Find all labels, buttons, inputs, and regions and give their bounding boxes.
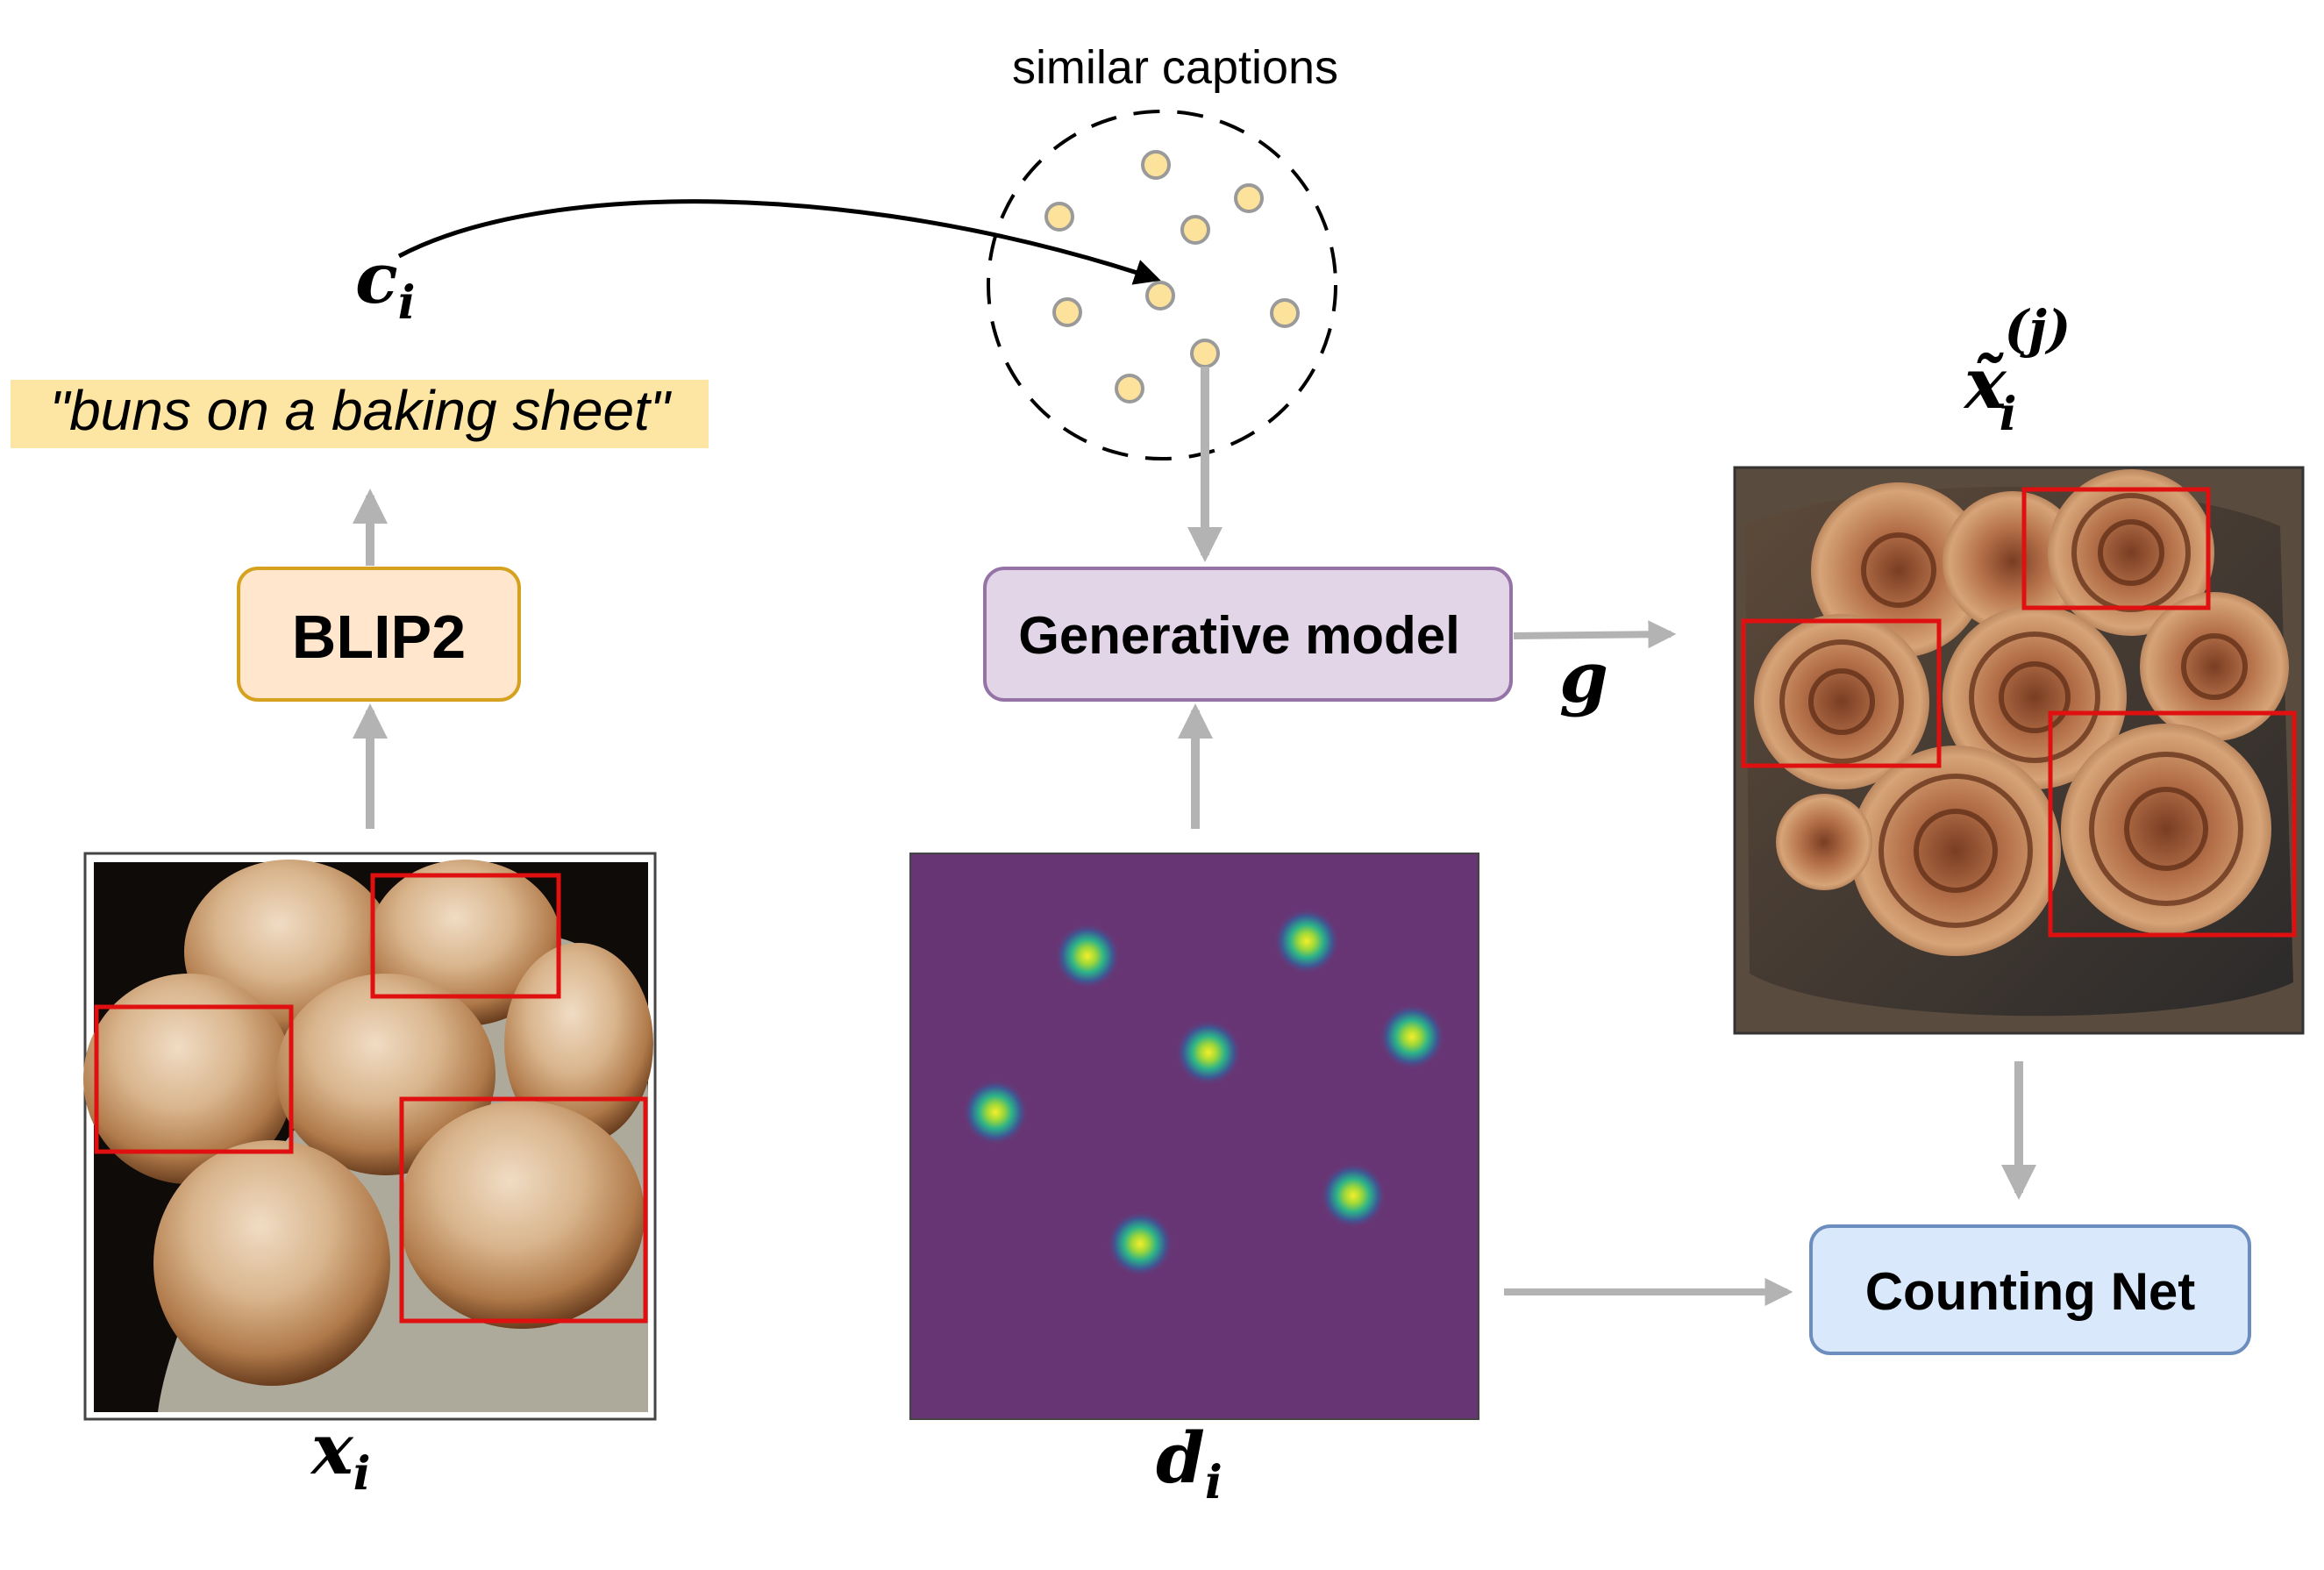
caption-text: "buns on a baking sheet" (49, 379, 673, 442)
caption-point (1115, 374, 1144, 403)
caption-embedding-arrow (397, 199, 1161, 285)
caption-point (1141, 150, 1171, 180)
caption-highlight (11, 380, 709, 448)
caption-point (1270, 298, 1300, 328)
generated-image (1733, 466, 2305, 1035)
caption-point (1180, 215, 1210, 245)
input-image-symbol: xi (310, 1408, 370, 1501)
generative-model-box (983, 567, 1513, 702)
input-image (83, 852, 657, 1421)
caption-cluster-circle (987, 110, 1337, 460)
counting-net-label: Counting Net (1865, 1262, 2196, 1321)
caption-point (1145, 281, 1175, 310)
caption-point (1234, 183, 1264, 213)
caption-point (1044, 202, 1074, 232)
caption-points (1044, 150, 1300, 403)
generated-image-symbol: x̃i(j) (1963, 299, 2071, 441)
blip2-label: BLIP2 (292, 603, 466, 671)
caption-point (1190, 339, 1220, 368)
generator-symbol: g (1559, 636, 1608, 718)
counting-net-box (1809, 1224, 2251, 1355)
generative-model-label: Generative model (1018, 606, 1460, 665)
arrow-generative-to-image (1513, 620, 1677, 649)
caption-point (1052, 297, 1082, 327)
similar-captions-label: similar captions (1012, 41, 1338, 94)
density-map-symbol: di (1156, 1417, 1223, 1509)
caption-symbol: ci (355, 237, 415, 330)
blip2-box (237, 567, 521, 702)
density-map (909, 853, 1479, 1420)
